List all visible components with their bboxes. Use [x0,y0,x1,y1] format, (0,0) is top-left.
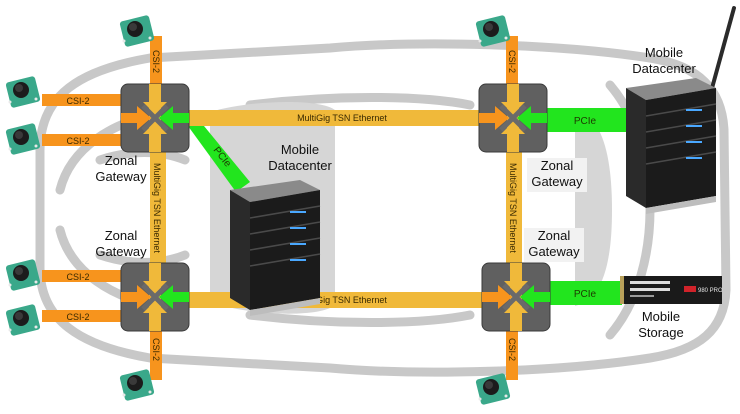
camera-module-icon [119,14,155,48]
csi-label: CSI-2 [151,338,161,361]
server-icon [625,77,717,215]
csi-links [42,36,518,380]
camera-module-icon [5,258,41,292]
camera-module-icon [5,303,41,337]
pcie-label: PCIe [574,289,597,300]
svg-text:Gateway: Gateway [531,174,583,189]
gateway-label-front-left: Zonal Gateway [95,153,147,184]
csi-label: CSI-2 [507,338,517,361]
ssd-icon: 980 PRO [620,276,723,304]
csi-fl-top [150,36,162,84]
csi-label: CSI-2 [66,136,89,146]
svg-text:Mobile: Mobile [645,45,683,60]
svg-text:Mobile: Mobile [281,142,319,157]
storage-label: Mobile Storage [638,309,684,340]
csi-left-bot-2 [42,310,122,322]
svg-text:Gateway: Gateway [528,244,580,259]
ethernet-label: MultiGig TSN Ethernet [508,163,518,253]
gateway-label-front-right: Zonal Gateway [527,158,587,192]
csi-label: CSI-2 [66,96,89,106]
csi-label: CSI-2 [66,312,89,322]
ethernet-label: MultiGig TSN Ethernet [152,163,162,253]
gateway-label-rear-right: Zonal Gateway [524,228,584,262]
pcie-right-bottom [547,281,622,305]
csi-rl-bottom [150,330,162,380]
svg-text:Datacenter: Datacenter [632,61,696,76]
pcie-diagonal [188,126,250,192]
datacenter-label-right: Mobile Datacenter [632,45,696,76]
gateway-front-right [479,84,547,152]
svg-text:Zonal: Zonal [538,228,571,243]
pcie-right-top [545,108,630,132]
ethernet-right [506,148,522,266]
ethernet-label: MultiGig TSN Ethernet [297,113,387,123]
pcie-links [188,108,630,305]
csi-left-bot-1 [42,270,122,282]
svg-text:Mobile: Mobile [642,309,680,324]
csi-left-top-1 [42,94,122,106]
csi-rr-bottom [506,330,518,380]
csi-label: CSI-2 [507,50,517,73]
gateway-rear-left [121,263,189,331]
camera-module-icon [475,372,511,406]
camera-module-icon [5,75,41,109]
camera-module-icon [119,368,155,402]
datacenter-label-center: Mobile Datacenter [268,142,332,173]
ssd-brand-text: 980 PRO [698,288,723,294]
svg-text:Zonal: Zonal [105,153,138,168]
gateway-label-rear-left: Zonal Gateway [95,228,147,259]
svg-text:Zonal: Zonal [541,158,574,173]
ethernet-top [185,110,485,126]
svg-text:Gateway: Gateway [95,244,147,259]
svg-text:Storage: Storage [638,325,684,340]
csi-label: CSI-2 [66,272,89,282]
gateway-rear-right [482,263,550,331]
pcie-label: PCIe [574,116,597,127]
csi-label: CSI-2 [151,50,161,73]
gateway-front-left [121,84,189,152]
csi-left-top-2 [42,134,122,146]
svg-text:Zonal: Zonal [105,228,138,243]
ethernet-left [150,148,166,266]
svg-text:Gateway: Gateway [95,169,147,184]
ethernet-label: MultiGig TSN Ethernet [297,295,387,305]
camera-module-icon [5,122,41,156]
server-icon [229,179,321,317]
svg-text:Datacenter: Datacenter [268,158,332,173]
csi-fr-top [506,36,518,84]
